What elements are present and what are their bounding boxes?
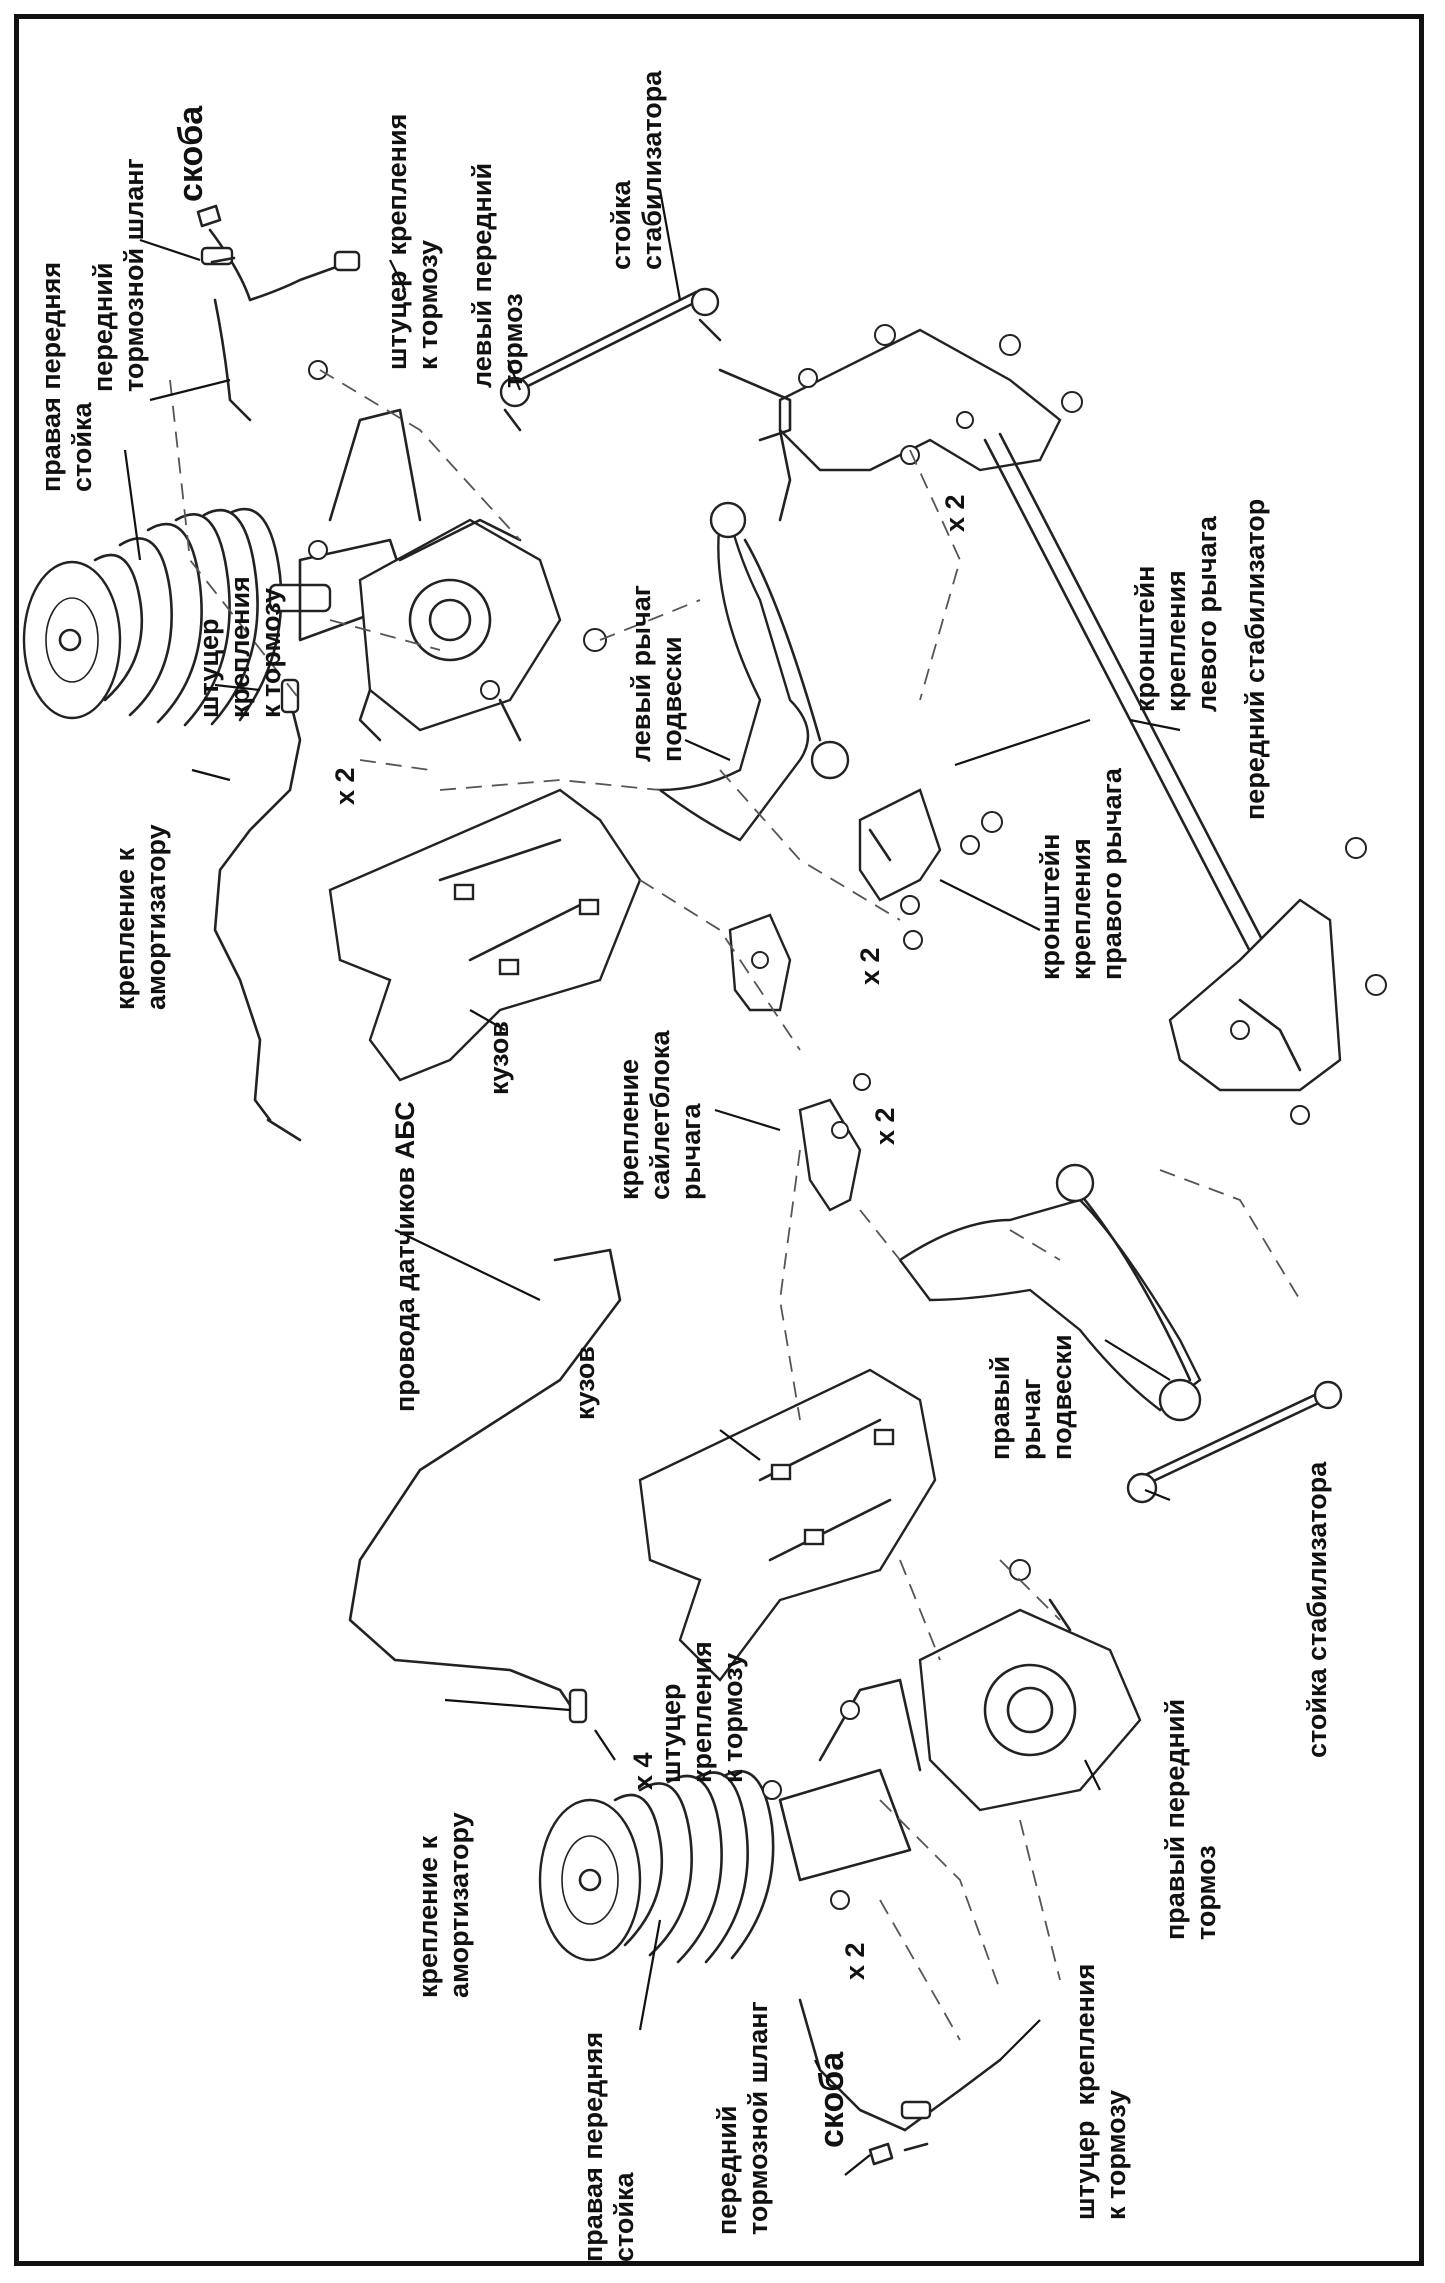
- front-stabilizer-bar: [983, 432, 1287, 992]
- stabilizer-link-top: [499, 287, 722, 432]
- label-silent-block: крепление сайлетблока рычага: [614, 1030, 706, 1200]
- strut-assembly-bottom: [538, 1678, 922, 1964]
- label-fitting-mid: штуцер крепления к тормозу: [194, 576, 286, 718]
- label-mount-shock-bottom: крепление к амортизатору: [413, 1812, 474, 1998]
- label-body-top: кузов: [484, 1020, 514, 1095]
- label-stab-link-bottom: стойка стабилизатора: [1302, 1461, 1332, 1758]
- label-x2-top: x 2: [940, 494, 970, 532]
- right-front-brake: [918, 1559, 1142, 1812]
- left-front-brake: [358, 518, 607, 742]
- body-panel-bottom: [638, 1368, 937, 1682]
- right-stabilizer-bracket: [1168, 837, 1387, 1125]
- label-left-arm: левый рычаг подвески: [626, 584, 687, 762]
- label-x2-right-mid: x 2: [870, 1107, 900, 1145]
- left-suspension-arm: [656, 501, 850, 842]
- label-fitting-top: штуцер крепления к тормозу: [382, 113, 443, 370]
- label-skoba-bottom: скоба: [813, 2051, 851, 2148]
- right-suspension-arm: [898, 1163, 1202, 1422]
- label-left-bracket: кронштейн крепления левого рычага: [1130, 516, 1222, 712]
- silent-block-mount-top: [728, 913, 792, 1012]
- label-strut-bottom: правая передняя стойка: [578, 2031, 639, 2262]
- abs-wire-bottom: [348, 1248, 622, 1724]
- label-x2-left: x 2: [330, 767, 360, 805]
- label-fitting-bottom-right: штуцер крепления к тормозу: [1070, 1963, 1131, 2220]
- label-body-bottom: кузов: [570, 1345, 600, 1420]
- body-panel-top: [328, 788, 642, 1082]
- brake-hose-bottom: [798, 1998, 1002, 2166]
- label-fitting-bottom-left: штуцер крепления к тормозу: [656, 1641, 748, 1783]
- label-front-stabilizer: передний стабилизатор: [1240, 498, 1270, 820]
- assembly-guide-lines: [169, 369, 1301, 2041]
- left-arm-bracket: [718, 324, 1083, 522]
- label-x2-center: x 2: [855, 947, 885, 985]
- stabilizer-link-bottom: [1126, 1380, 1343, 1504]
- label-x4: x 4: [628, 1752, 658, 1790]
- abs-wire-top: [213, 678, 302, 1142]
- label-right-brake: правый передний тормоз: [1160, 1698, 1221, 1940]
- diagram-frame: [14, 14, 1424, 2266]
- label-right-bracket: кронштейн крепления правого рычага: [1035, 768, 1127, 980]
- brake-hose-top: [196, 204, 361, 422]
- label-mount-shock-top: крепление к амортизатору: [110, 824, 171, 1010]
- label-left-brake: левый передний тормоз: [467, 162, 528, 388]
- strut-assembly-top: [22, 360, 422, 727]
- label-right-arm: правый рычаг подвески: [985, 1334, 1077, 1460]
- right-arm-bracket: [858, 788, 1003, 950]
- label-hose-bottom: передний тормозной шланг: [712, 2001, 773, 2235]
- label-skoba-top: скоба: [172, 105, 210, 202]
- label-strut-top: правая передняя стойка: [36, 261, 97, 492]
- leader-lines: [123, 189, 1181, 2176]
- label-stab-link-top: стойка стабилизатора: [606, 70, 667, 270]
- label-x2-bottom: x 2: [840, 1942, 870, 1980]
- silent-block-mount-center: [798, 1073, 871, 1212]
- label-abs-wires: провода датчиков АБС: [390, 1101, 420, 1412]
